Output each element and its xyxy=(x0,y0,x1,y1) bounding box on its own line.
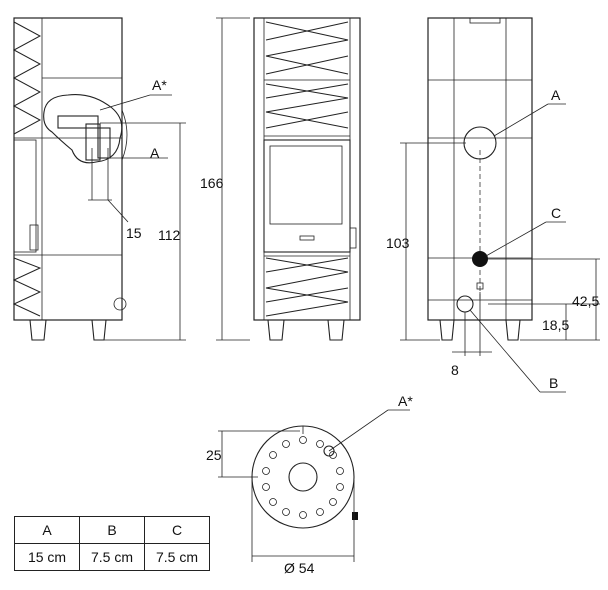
front-window xyxy=(269,145,343,225)
ventilation-holes xyxy=(262,436,344,519)
dim-112: 112 xyxy=(158,227,181,243)
label-a-back: A xyxy=(551,87,561,103)
connection-size-table: A B C 15 cm 7.5 cm 7.5 cm xyxy=(14,516,210,571)
table-header-a: A xyxy=(14,516,80,544)
top-center-hole xyxy=(288,462,318,492)
label-c-back: C xyxy=(551,205,561,221)
dim-42-5: 42,5 xyxy=(572,293,599,309)
dim-166-line xyxy=(216,17,250,341)
front-view xyxy=(253,17,361,341)
dim-54: Ø 54 xyxy=(284,560,315,576)
table-value-row: 15 cm 7.5 cm 7.5 cm xyxy=(14,543,210,571)
top-outline xyxy=(251,425,355,529)
cutaway-outline xyxy=(43,93,123,164)
inlet-c xyxy=(472,251,488,267)
back-view xyxy=(400,17,600,393)
front-door xyxy=(263,139,351,253)
label-a-star-side: A* xyxy=(152,77,167,93)
label-a-side: A xyxy=(150,145,160,161)
top-view xyxy=(218,409,410,562)
dim-8: 8 xyxy=(451,362,459,378)
label-b-back: B xyxy=(549,375,558,391)
side-view xyxy=(12,17,186,341)
dim-103: 103 xyxy=(386,235,410,251)
table-value-b: 7.5 cm xyxy=(79,543,145,571)
table-value-a: 15 cm xyxy=(14,543,80,571)
label-a-star-top: A* xyxy=(398,393,413,409)
dim-18-5: 18,5 xyxy=(542,317,569,333)
table-header-b: B xyxy=(79,516,145,544)
side-body xyxy=(13,17,123,321)
table-header-row: A B C xyxy=(14,516,210,544)
dim-15: 15 xyxy=(126,225,142,241)
dim-25: 25 xyxy=(206,447,222,463)
dim-166: 166 xyxy=(200,175,224,191)
table-header-c: C xyxy=(144,516,210,544)
table-value-c: 7.5 cm xyxy=(144,543,210,571)
